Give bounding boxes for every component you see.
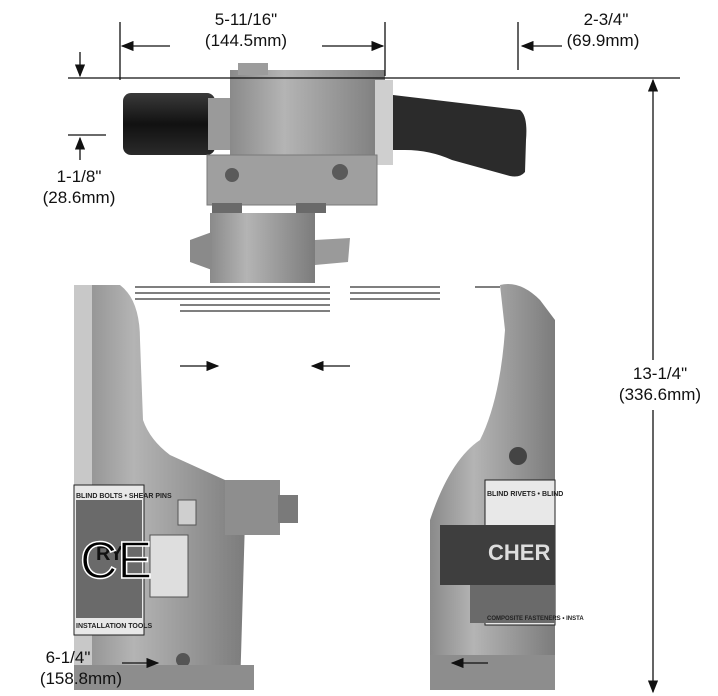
tool-neck <box>210 213 315 283</box>
dimension-lines <box>68 22 680 694</box>
nose-offset-metric: (28.6mm) <box>42 188 116 207</box>
sticker-top-right-text: BLIND RIVETS • BLIND <box>487 491 563 498</box>
handle-offset-label: 2-3/4" (69.9mm) <box>556 9 656 51</box>
base-width-imperial: 6-1/4" <box>45 648 91 667</box>
sticker-bottom-left-text: INSTALLATION TOOLS <box>76 623 153 630</box>
sticker-top-left-text: BLIND BOLTS • SHEAR PINS <box>76 493 172 500</box>
handle-offset-imperial: 2-3/4" <box>583 10 629 29</box>
brand-partial-right: CHER <box>488 540 550 565</box>
tool-cylinder <box>230 70 385 165</box>
top-length-imperial: 5-11/16" <box>214 10 278 29</box>
tool-head <box>123 63 527 283</box>
nose-offset-imperial: 1-1/8" <box>56 167 102 186</box>
nameplate <box>149 534 189 598</box>
ce-mark: CE <box>80 532 152 590</box>
top-length-label: 5-11/16" (144.5mm) <box>186 9 306 51</box>
handle-offset-metric: (69.9mm) <box>566 31 640 50</box>
nose-offset-label: 1-1/8" (28.6mm) <box>33 166 125 208</box>
scan-artifacts <box>135 286 500 312</box>
overall-height-imperial: 13-1/4" <box>632 364 688 383</box>
brand-partial-left: RY <box>96 543 124 565</box>
tool-body-front <box>73 285 298 690</box>
overall-height-label: 13-1/4" (336.6mm) <box>604 363 716 405</box>
sticker-bottom-right-text: COMPOSITE FASTENERS • INSTA <box>487 616 584 622</box>
base-width-label: 6-1/4" (158.8mm) <box>0 647 122 689</box>
top-length-metric: (144.5mm) <box>204 31 288 50</box>
tool-nose <box>123 93 215 155</box>
base-width-metric: (158.8mm) <box>39 669 122 688</box>
tool-body-side <box>430 284 556 690</box>
tool-handle <box>393 95 527 177</box>
overall-height-metric: (336.6mm) <box>618 385 702 404</box>
